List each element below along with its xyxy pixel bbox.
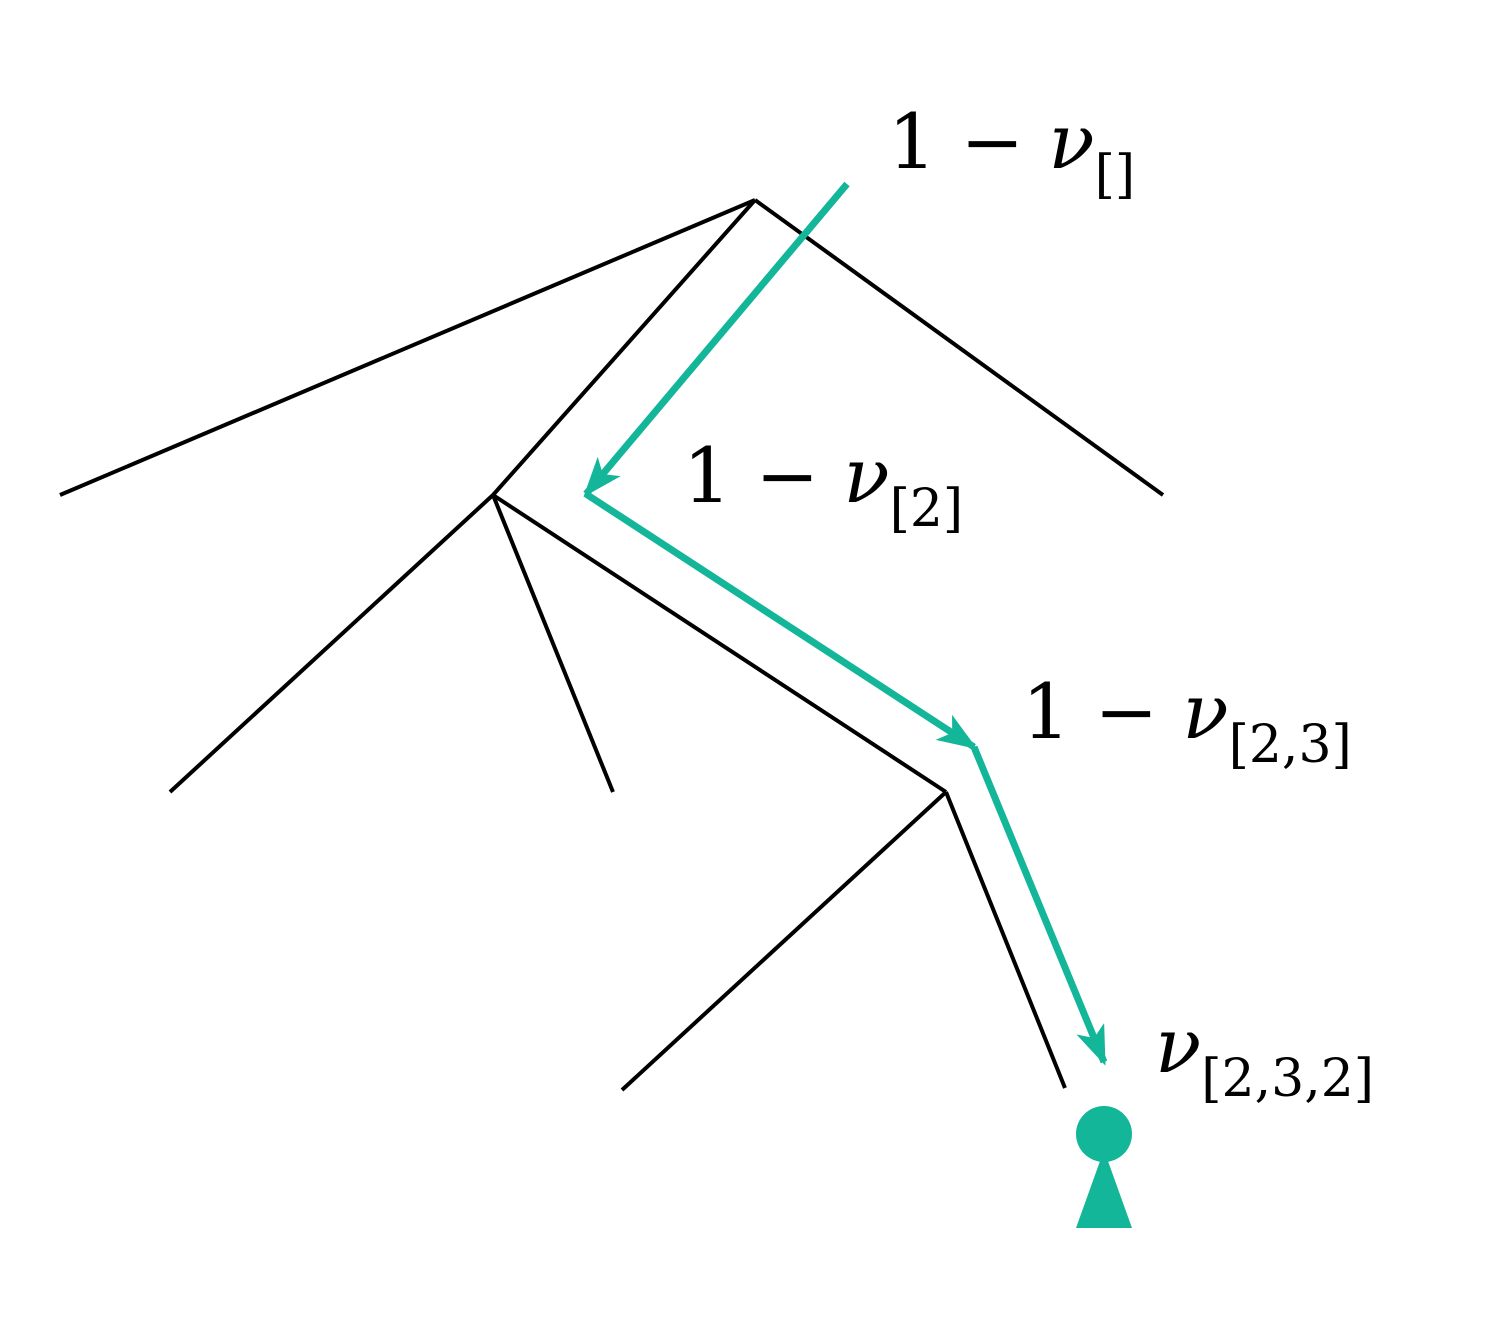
edge-node2-to-child-2 bbox=[491, 494, 615, 793]
edge-node2-to-child-3 bbox=[491, 493, 948, 794]
label-leaf-2-3-2: ν[2,3,2] bbox=[1155, 1001, 1374, 1109]
path-arrow-node2-to-node23 bbox=[584, 491, 978, 750]
keyhole-icon bbox=[1076, 1106, 1132, 1228]
edge-node2-to-child-1 bbox=[168, 493, 495, 794]
path-arrow-root-to-node2 bbox=[583, 181, 850, 498]
edge-root-to-child-3 bbox=[753, 198, 1165, 497]
label-node-2: 1 − ν[2] bbox=[683, 431, 963, 539]
tree-edges bbox=[59, 198, 1165, 1092]
highlight-path bbox=[583, 181, 1108, 1066]
edge-node23-to-child-2 bbox=[944, 791, 1067, 1089]
edge-node23-to-child-1 bbox=[620, 790, 948, 1092]
label-root: 1 − ν[] bbox=[888, 97, 1135, 205]
edge-root-to-child-2 bbox=[491, 198, 757, 497]
path-arrow-node23-to-leaf bbox=[970, 745, 1108, 1066]
label-node-2-3: 1 − ν[2,3] bbox=[1022, 667, 1352, 775]
edge-root-to-child-1 bbox=[59, 198, 756, 497]
